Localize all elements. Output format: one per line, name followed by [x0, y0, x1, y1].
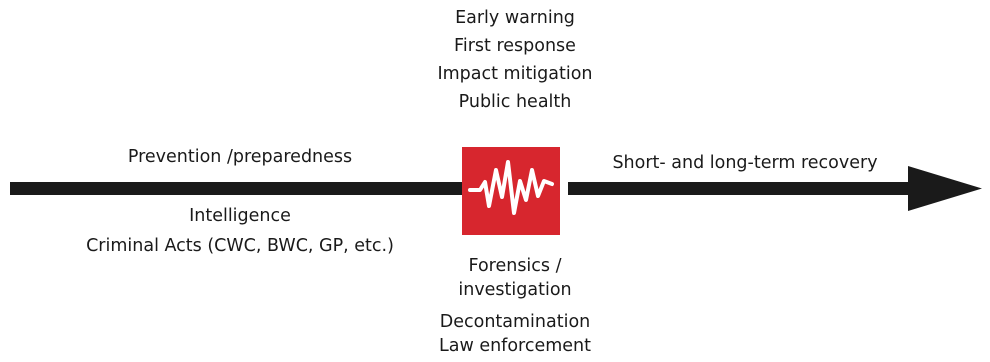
- timeline-arrowhead: [908, 166, 982, 211]
- decontamination-label: Decontamination: [439, 312, 591, 332]
- first-response-label: First response: [454, 36, 576, 56]
- prevention-preparedness-label: Prevention /preparedness: [127, 147, 353, 167]
- timeline-bar-right: [568, 182, 914, 195]
- investigation-label: investigation: [458, 280, 572, 300]
- law-enforcement-label: Law enforcement: [438, 336, 592, 356]
- heartbeat-waveform-icon: [468, 160, 554, 215]
- forensics-label: Forensics /: [468, 256, 562, 276]
- criminal-acts-label: Criminal Acts (CWC, BWC, GP, etc.): [86, 236, 394, 256]
- early-warning-label: Early warning: [455, 8, 575, 28]
- public-health-label: Public health: [458, 92, 572, 112]
- intelligence-label: Intelligence: [189, 206, 291, 226]
- timeline-bar-left: [10, 182, 462, 195]
- event-below-labels: Forensics / investigation Decontaminatio…: [410, 254, 620, 358]
- impact-mitigation-label: Impact mitigation: [437, 64, 593, 84]
- event-above-labels: Early warning First response Impact miti…: [410, 8, 620, 112]
- left-below-labels: Intelligence Criminal Acts (CWC, BWC, GP…: [60, 206, 420, 256]
- recovery-label: Short- and long-term recovery: [612, 153, 878, 173]
